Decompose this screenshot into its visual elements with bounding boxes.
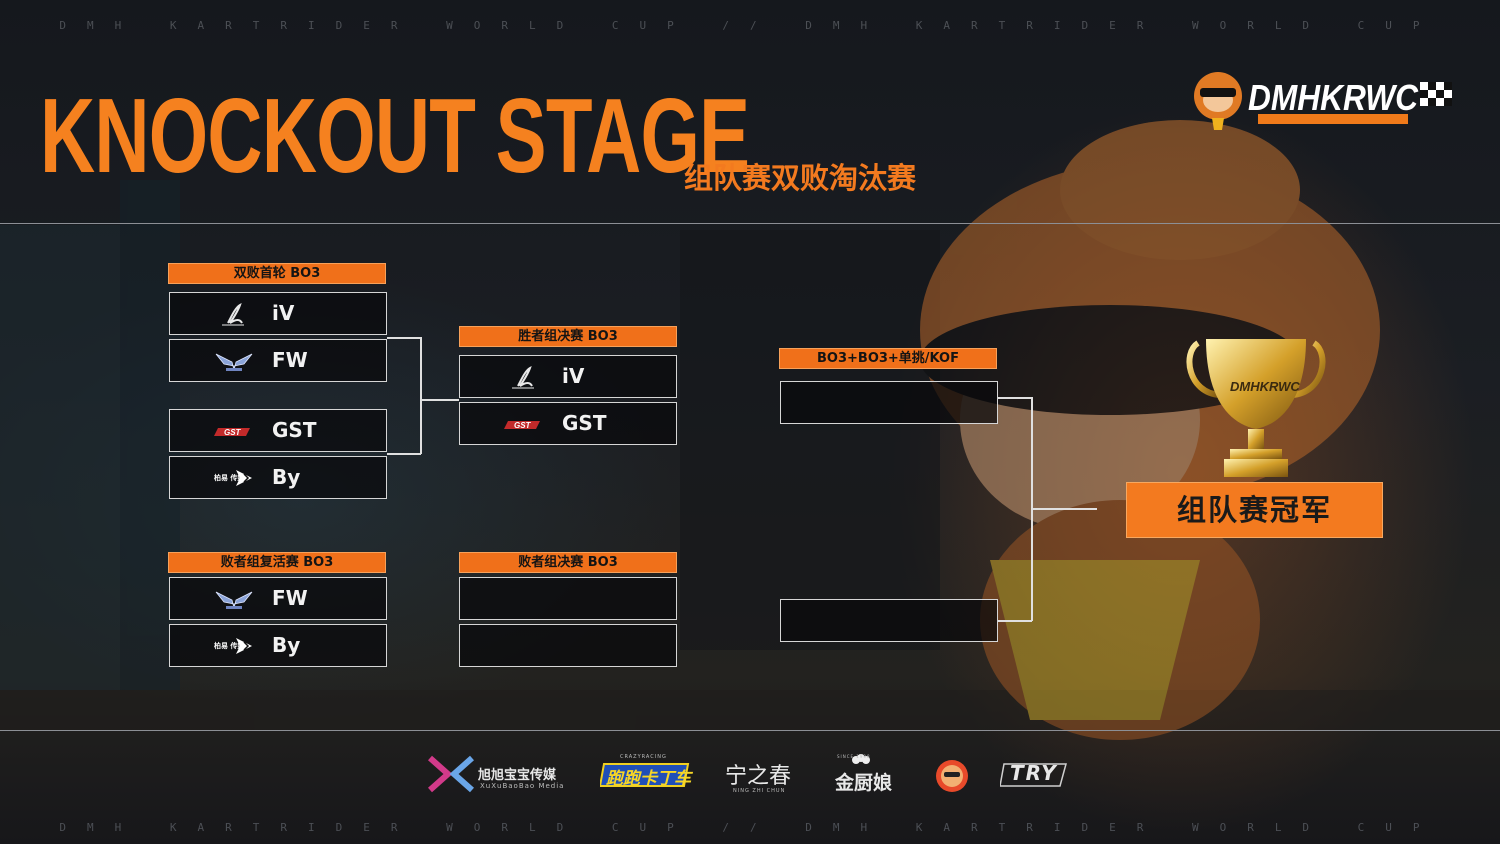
bracket-line (420, 399, 459, 401)
crazyracing-logo-icon (600, 763, 690, 787)
bracket-line (387, 337, 421, 339)
team-name: GST (272, 418, 317, 442)
ticker-bottom: DMH KARTRIDER WORLD CUP // DMH KARTRIDER… (59, 821, 1441, 834)
team-name: iV (562, 364, 585, 388)
page-title: KNOCKOUT STAGE (40, 77, 750, 195)
round1-slot-4[interactable]: 柏易 传媒 By (169, 456, 387, 499)
svg-text:柏易 传媒: 柏易 传媒 (214, 473, 245, 482)
round1-slot-1[interactable]: iV (169, 292, 387, 335)
xuxubaobao-x-icon (428, 755, 474, 793)
try-logo-icon (1000, 763, 1067, 787)
losers-final-slot-1[interactable] (459, 577, 677, 620)
iv-logo-icon (214, 301, 254, 327)
svg-text:DMHKRWC: DMHKRWC (1248, 77, 1419, 118)
bracket-line (998, 620, 1032, 622)
iv-logo-icon (504, 364, 544, 390)
by-arrow-logo-icon: 柏易 传媒 (214, 465, 254, 491)
bracket-line (387, 453, 421, 455)
losers-revival-slot-2[interactable]: 柏易 传媒 By (169, 624, 387, 667)
losers-final-label: 败者组决赛 BO3 (459, 552, 677, 573)
winners-final-slot-2[interactable]: GST (459, 402, 677, 445)
gst-logo-icon (504, 411, 544, 437)
bracket-line (420, 337, 422, 454)
svg-text:DMHKRWC: DMHKRWC (1230, 379, 1300, 394)
team-name: FW (272, 586, 308, 610)
losers-revival-label: 败者组复活赛 BO3 (168, 552, 386, 573)
page-subtitle: 组队赛双败淘汰赛 (684, 161, 917, 195)
grand-final-slot-1[interactable] (780, 381, 998, 424)
monkey-badge-icon (936, 760, 968, 792)
by-arrow-logo-icon: 柏易 传媒 (214, 633, 254, 659)
divider-top (0, 223, 1500, 224)
trophy-icon: DMHKRWC (1186, 339, 1326, 477)
divider-bottom (0, 730, 1500, 731)
round1-label: 双败首轮 BO3 (168, 263, 386, 284)
team-name: GST (562, 411, 607, 435)
dmhkrwc-brand-logo: DMHKRWC (1194, 72, 1452, 130)
chef-hat-icon (852, 754, 870, 764)
fw-wings-logo-icon (214, 348, 254, 374)
grand-final-slot-2[interactable] (780, 599, 998, 642)
champion-label: 组队赛冠军 (1126, 482, 1383, 538)
team-name: By (272, 633, 301, 657)
fw-wings-logo-icon (214, 586, 254, 612)
losers-final-slot-2[interactable] (459, 624, 677, 667)
round1-slot-2[interactable]: FW (169, 339, 387, 382)
sponsor-bar: 旭旭宝宝传媒 XuXuBaoBao Media 跑跑卡丁车 CRAZYRACIN… (420, 752, 1080, 800)
round1-slot-3[interactable]: GST (169, 409, 387, 452)
svg-text:柏易 传媒: 柏易 传媒 (214, 641, 245, 650)
bracket-line (998, 397, 1032, 399)
team-name: By (272, 465, 301, 489)
bracket-line (1031, 508, 1097, 510)
winners-final-slot-1[interactable]: iV (459, 355, 677, 398)
losers-revival-slot-1[interactable]: FW (169, 577, 387, 620)
team-name: FW (272, 348, 308, 372)
gst-logo-icon (214, 418, 254, 444)
ticker-top: DMH KARTRIDER WORLD CUP // DMH KARTRIDER… (59, 19, 1441, 32)
ningzhichun-logo-icon: 宁之春 (725, 764, 792, 789)
winners-final-label: 胜者组决赛 BO3 (459, 326, 677, 347)
team-name: iV (272, 301, 295, 325)
grand-final-label: BO3+BO3+单挑/KOF (779, 348, 997, 369)
